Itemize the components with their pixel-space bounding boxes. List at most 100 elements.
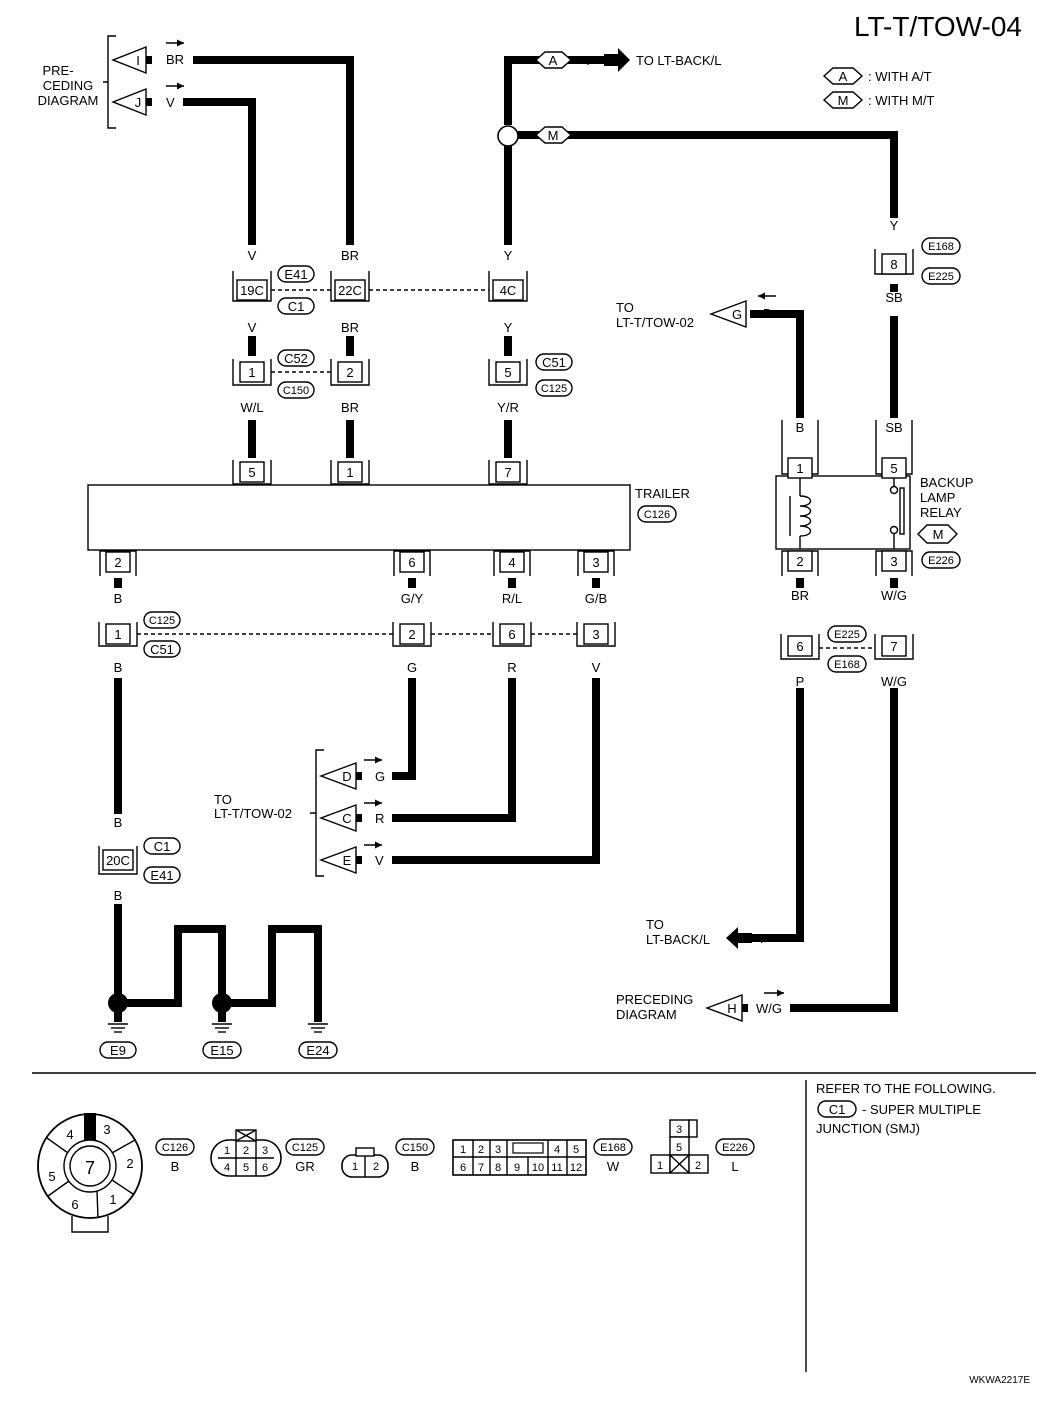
ground-splice — [212, 993, 232, 1013]
svg-text:C125: C125 — [292, 1142, 318, 1154]
svg-text:E: E — [343, 853, 352, 868]
connector-row-c52: 1 2 C52 C150 5 C51 C125 W/L BR Y/R — [232, 349, 573, 415]
svg-text:C126: C126 — [162, 1142, 188, 1154]
svg-text:22C: 22C — [338, 283, 362, 298]
to-lt-back-top: A Y TO LT-BACK/L M — [497, 48, 722, 147]
arrow-tag-i — [111, 45, 147, 75]
svg-text:4: 4 — [66, 1127, 73, 1142]
svg-text:B: B — [114, 591, 123, 606]
svg-text:W/G: W/G — [881, 674, 907, 689]
svg-text:Y: Y — [584, 53, 593, 68]
connector-view-c126: 4 3 2 1 6 5 7 C126 B — [37, 1113, 195, 1233]
svg-text:TO LT-BACK/L: TO LT-BACK/L — [636, 53, 722, 68]
figure-id: WKWA2217E — [969, 1375, 1030, 1386]
ground-icon — [308, 1023, 328, 1033]
svg-text:SB: SB — [885, 420, 902, 435]
connector-view-c150: 1 2 C150 B — [341, 1138, 435, 1178]
svg-text:W/G: W/G — [756, 1001, 782, 1016]
svg-text:G: G — [375, 769, 385, 784]
svg-text:Y: Y — [504, 248, 513, 263]
svg-text:E168: E168 — [600, 1142, 626, 1154]
legend: A : WITH A/T M : WITH M/T — [822, 67, 934, 109]
to-tow02-right: TO LT-T/TOW-02 G B — [616, 292, 776, 330]
trailer-label: TRAILER — [635, 486, 690, 501]
svg-text:E168: E168 — [928, 241, 954, 253]
connector-row-c125: B G/Y R/L G/B 1 2 6 3 C125 C51 B G R V — [98, 591, 616, 675]
svg-text:TO: TO — [616, 300, 634, 315]
svg-text:E226: E226 — [928, 555, 954, 567]
svg-text:BR: BR — [791, 588, 809, 603]
svg-text:2: 2 — [695, 1160, 701, 1172]
svg-text:W/L: W/L — [240, 400, 263, 415]
svg-text:B: B — [411, 1159, 420, 1174]
svg-text:C51: C51 — [542, 355, 566, 370]
splice-point — [497, 125, 519, 147]
svg-text:6: 6 — [262, 1162, 268, 1174]
svg-text:E168: E168 — [834, 659, 860, 671]
svg-text:2: 2 — [796, 554, 803, 569]
svg-text:LT-T/TOW-02: LT-T/TOW-02 — [214, 806, 292, 821]
svg-text:B: B — [763, 306, 772, 321]
svg-text:5: 5 — [48, 1169, 55, 1184]
svg-text:5: 5 — [676, 1142, 682, 1154]
svg-text:C1: C1 — [154, 839, 171, 854]
svg-text:H: H — [727, 1001, 736, 1016]
page-title: LT-T/TOW-04 — [854, 11, 1022, 42]
svg-text:E15: E15 — [210, 1043, 233, 1058]
svg-text:G: G — [732, 307, 742, 322]
svg-text:M: M — [838, 93, 849, 108]
to-tow02-left: TO LT-T/TOW-02 D G C R E V — [214, 749, 385, 877]
svg-text:C126: C126 — [644, 509, 670, 521]
svg-text:7: 7 — [890, 639, 897, 654]
svg-text:1: 1 — [346, 465, 353, 480]
svg-text:1: 1 — [114, 627, 121, 642]
svg-text:B: B — [114, 888, 123, 903]
svg-text:1: 1 — [248, 365, 255, 380]
svg-text:8: 8 — [890, 257, 897, 272]
svg-text:V: V — [166, 95, 175, 110]
legend-tag-a — [822, 67, 864, 85]
svg-text:5: 5 — [573, 1144, 579, 1156]
svg-text:BACKUP: BACKUP — [920, 475, 973, 490]
preceding-diagram-top: PRE- CEDING DIAGRAM I BR J V — [38, 35, 184, 129]
svg-text:3: 3 — [890, 554, 897, 569]
trailer-connector: 5 1 7 2 6 4 3 TRAILER C126 — [87, 460, 690, 576]
svg-text:2: 2 — [408, 627, 415, 642]
svg-text:9: 9 — [514, 1162, 520, 1174]
connector-row-e168: Y 8 E168 E225 SB — [874, 218, 961, 305]
svg-text:4: 4 — [224, 1162, 230, 1174]
connector-c1-label — [277, 297, 315, 315]
relay-tag-m — [917, 524, 958, 544]
svg-text:G/B: G/B — [585, 591, 607, 606]
svg-text:11: 11 — [551, 1162, 562, 1174]
refer-note: REFER TO THE FOLLOWING. C1 - SUPER MULTI… — [816, 1081, 996, 1136]
svg-text:E226: E226 — [722, 1142, 748, 1154]
svg-text:B: B — [268, 961, 277, 976]
svg-text:W: W — [607, 1159, 620, 1174]
svg-text:3: 3 — [262, 1145, 268, 1157]
svg-text:20C: 20C — [106, 853, 130, 868]
relay-coil-icon — [789, 478, 812, 549]
svg-text:C1: C1 — [829, 1102, 846, 1117]
svg-text:GR: GR — [295, 1159, 315, 1174]
connector-row-e41: V BR Y 19C 22C 4C E41 C1 V BR Y — [232, 248, 528, 335]
ground-icon — [212, 1023, 232, 1033]
svg-text:E9: E9 — [110, 1043, 126, 1058]
arrow-tag-g — [708, 299, 747, 329]
svg-text:BR: BR — [341, 400, 359, 415]
arrow-tag-m — [534, 126, 573, 144]
connector-view-c125: 1 2 3 4 5 6 C125 GR — [210, 1129, 325, 1177]
svg-text:7: 7 — [478, 1162, 484, 1174]
connector-row-c1: B 20C C1 E41 B — [98, 815, 181, 903]
svg-text:P: P — [760, 931, 769, 946]
arrow-right-icon — [604, 48, 630, 72]
svg-text:P: P — [796, 674, 805, 689]
svg-text:G/Y: G/Y — [401, 591, 424, 606]
svg-text:R/L: R/L — [502, 591, 522, 606]
svg-text:8: 8 — [495, 1162, 501, 1174]
svg-text:G: G — [407, 660, 417, 675]
connector-view-e226: 3 5 1 2 E226 L — [650, 1119, 755, 1174]
svg-text:Y/R: Y/R — [497, 400, 519, 415]
svg-text:V: V — [248, 320, 257, 335]
preceding-diagram-bottom: PRECEDING DIAGRAM H W/G — [616, 989, 784, 1023]
